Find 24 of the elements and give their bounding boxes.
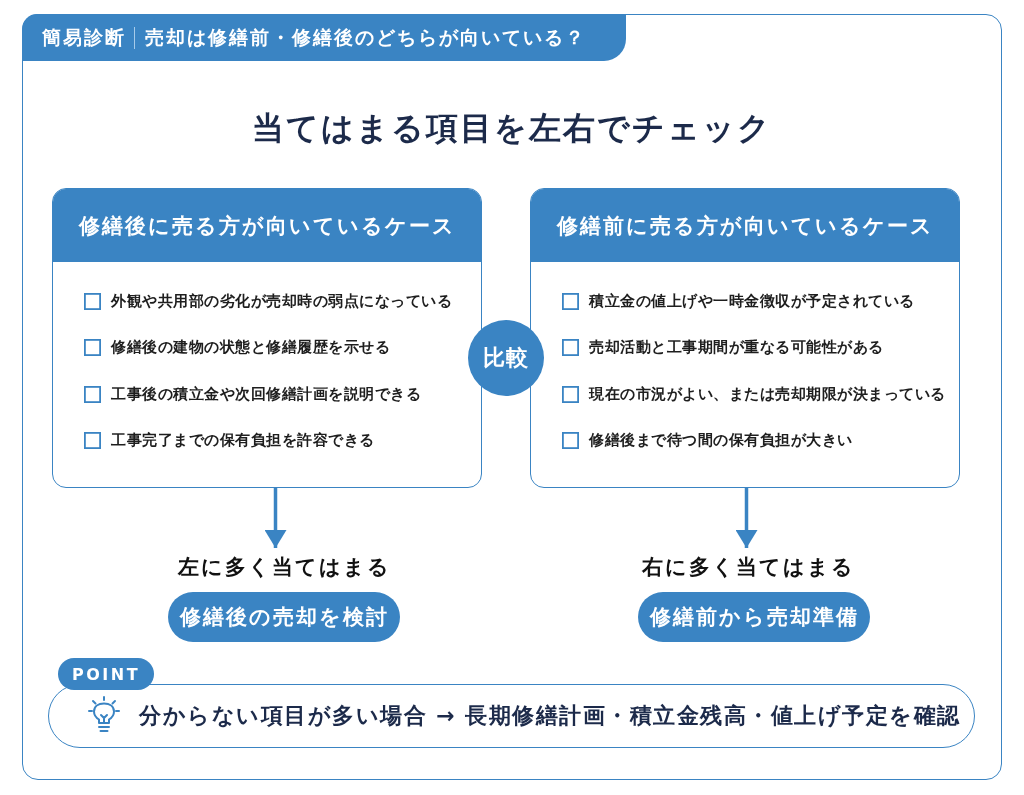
point-text: 分からない項目が多い場合 → 長期修繕計画・積立金残高・値上げ予定を確認 (139, 702, 961, 730)
header-tab (22, 14, 626, 61)
case-card (52, 188, 482, 488)
checklist-item: 外観や共用部の劣化が売却時の弱点になっている (111, 291, 452, 311)
checklist-item: 工事完了までの保有負担を許容できる (111, 431, 375, 451)
checklist-item: 工事後の積立金や次回修繕計画を説明できる (111, 384, 421, 404)
result-pill: 修繕後の売却を検討 (168, 592, 400, 642)
title: 当てはまる項目を左右でチェック (252, 108, 772, 149)
checklist-item: 修繕後の建物の状態と修繕履歴を示せる (111, 338, 390, 358)
tab-label: 簡易診断 (42, 24, 126, 50)
arrow (264, 488, 287, 548)
card-header: 修繕前に売る方が向いているケース (531, 189, 959, 262)
tab-heading: 売却は修繕前・修繕後のどちらが向いている？ (145, 24, 586, 50)
result-label: 右に多く当てはまる (641, 548, 855, 586)
checklist-item: 売却活動と工事期間が重なる可能性がある (589, 338, 884, 358)
case-card (530, 188, 960, 488)
card-header: 修繕後に売る方が向いているケース (53, 189, 481, 262)
result-label: 左に多く当てはまる (177, 548, 391, 586)
checklist-item: 積立金の値上げや一時金徴収が予定されている (589, 291, 915, 311)
point-tag: POINT (58, 658, 154, 690)
arrow (735, 488, 758, 548)
checklist-item: 修繕後まで待つ間の保有負担が大きい (589, 431, 853, 451)
checklist-item: 現在の市況がよい、または売却期限が決まっている (589, 384, 946, 404)
result-pill: 修繕前から売却準備 (638, 592, 870, 642)
